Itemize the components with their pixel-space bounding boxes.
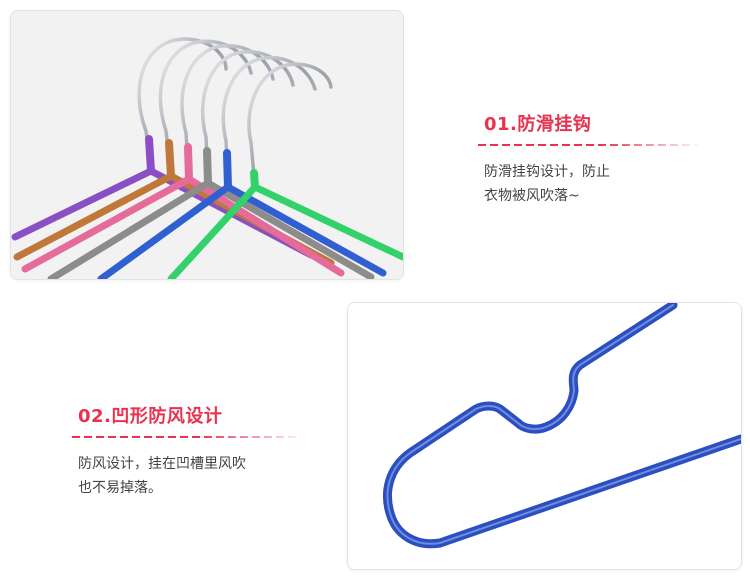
- feature-description-line: 防滑挂钩设计，防止: [484, 164, 610, 180]
- feature-anti-slip-hook: 01.防滑挂钩 防滑挂钩设计，防止 衣物被风吹落~: [478, 110, 698, 208]
- feature-description: 防滑挂钩设计，防止 衣物被风吹落~: [478, 160, 698, 208]
- feature-title: 02.凹形防风设计: [78, 406, 223, 427]
- dashed-divider: [478, 144, 698, 146]
- colorful-hangers-illustration: [11, 11, 403, 279]
- feature-description-line: 也不易掉落。: [78, 480, 162, 496]
- feature-title: 01.防滑挂钩: [484, 114, 592, 135]
- blue-hanger-closeup-photo: [347, 302, 742, 570]
- colorful-hangers-photo: [10, 10, 404, 280]
- blue-hanger-illustration: [348, 303, 741, 569]
- feature-windproof-notch: 02.凹形防风设计 防风设计，挂在凹槽里风吹 也不易掉落。: [72, 402, 302, 500]
- dashed-divider: [72, 436, 302, 438]
- feature-description-line: 防风设计，挂在凹槽里风吹: [78, 456, 246, 472]
- feature-description: 防风设计，挂在凹槽里风吹 也不易掉落。: [72, 452, 302, 500]
- feature-description-line: 衣物被风吹落~: [484, 188, 580, 204]
